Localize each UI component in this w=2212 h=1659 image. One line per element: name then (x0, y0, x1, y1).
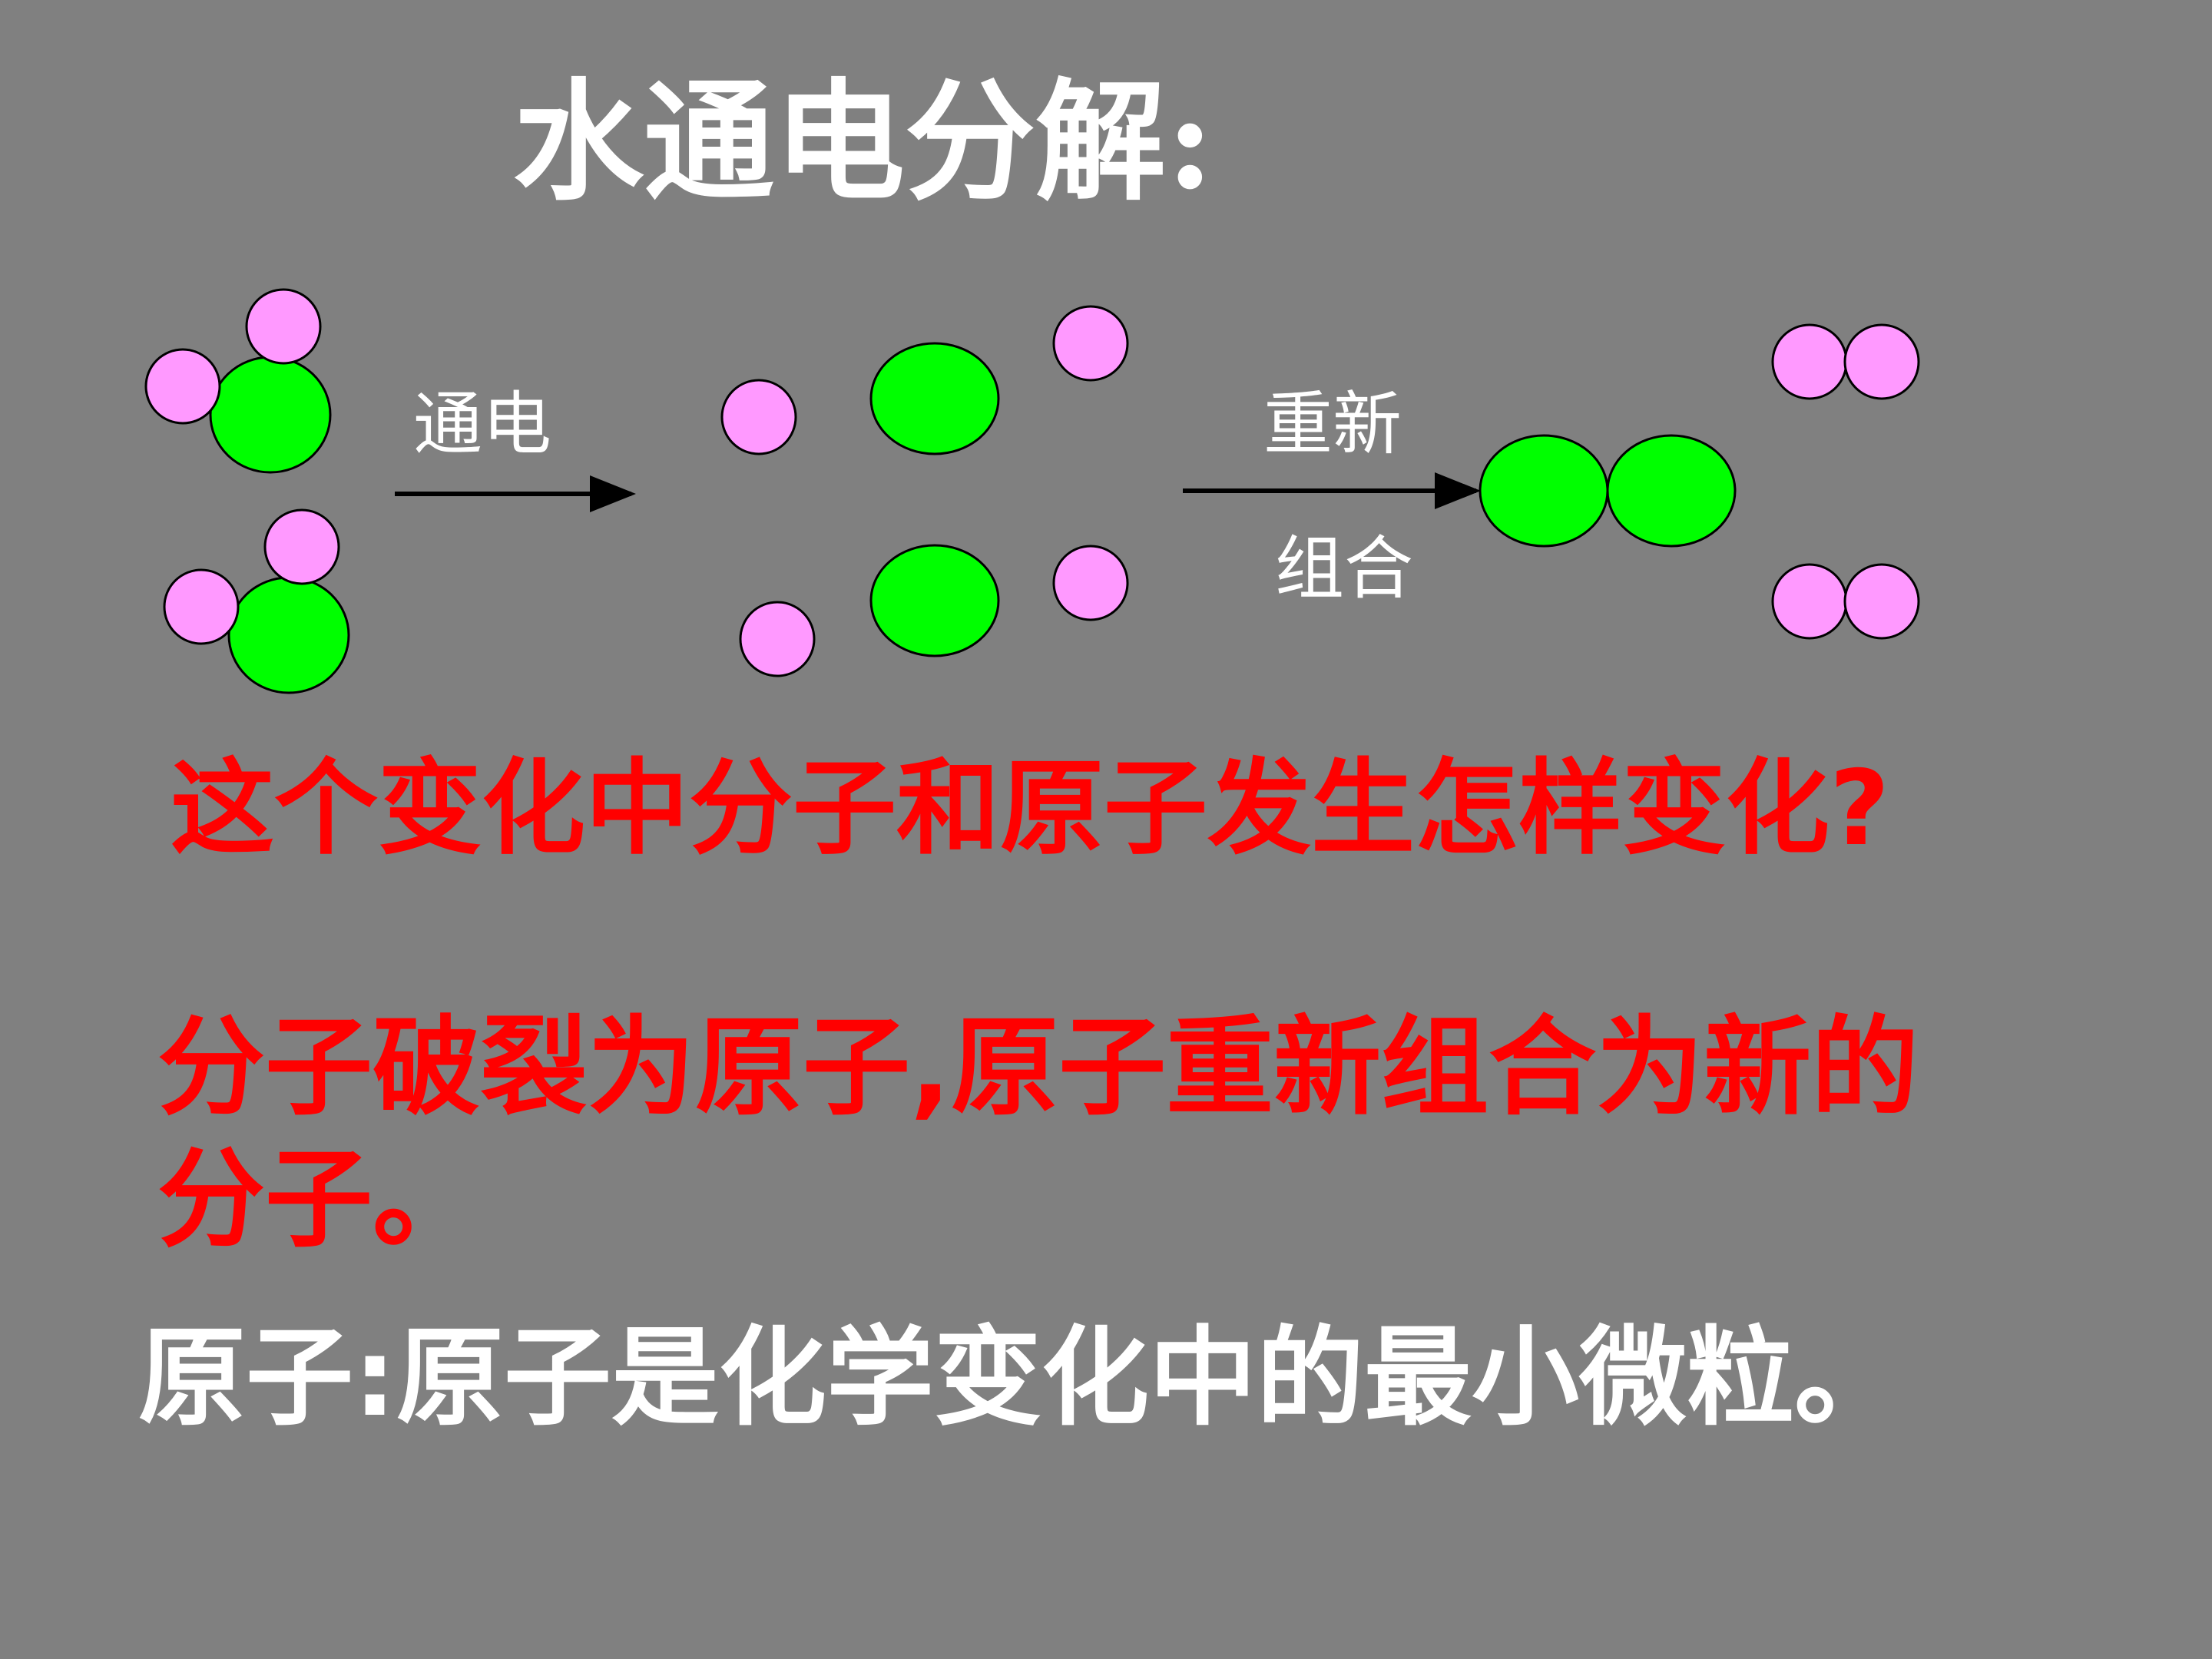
separated-atoms (720, 305, 1129, 677)
hydrogen-atom (1052, 545, 1129, 621)
hydrogen-atom (739, 601, 816, 677)
hydrogen-atom (1771, 323, 1848, 400)
question-text: 这个变化中分子和原子发生怎样变化? (171, 748, 1890, 869)
answer-text: 分子破裂为原子,原子重新组合为新的分子。 (157, 1005, 1919, 1263)
step1-label: 通电 (413, 384, 551, 465)
hydrogen-molecule-1 (1771, 323, 1920, 400)
hydrogen-atom (1843, 323, 1920, 400)
hydrogen-atom (263, 508, 340, 585)
hydrogen-atom (1771, 563, 1848, 640)
oxygen-molecule (1479, 434, 1737, 548)
oxygen-atom (869, 544, 1000, 657)
oxygen-atom (209, 356, 332, 474)
hydrogen-atom (144, 348, 221, 425)
conclusion-text: 原子:原子是化学变化中的最小微粒。 (138, 1316, 1902, 1441)
hydrogen-atom (163, 568, 240, 645)
step2-label-bottom: 组合 (1275, 528, 1413, 609)
oxygen-atom (1479, 434, 1609, 548)
hydrogen-atom (720, 379, 797, 455)
hydrogen-atom (1052, 305, 1129, 382)
water-molecule-2 (163, 508, 350, 694)
hydrogen-molecule-2 (1771, 563, 1920, 640)
water-molecule-1 (144, 288, 332, 474)
oxygen-atom (1606, 434, 1737, 548)
oxygen-atom (227, 576, 350, 694)
hydrogen-atom (245, 288, 322, 365)
slide-title: 水通电分解: (513, 65, 1214, 219)
oxygen-atom (869, 342, 1000, 455)
hydrogen-atom (1843, 563, 1920, 640)
step2-label-top: 重新 (1263, 384, 1402, 465)
